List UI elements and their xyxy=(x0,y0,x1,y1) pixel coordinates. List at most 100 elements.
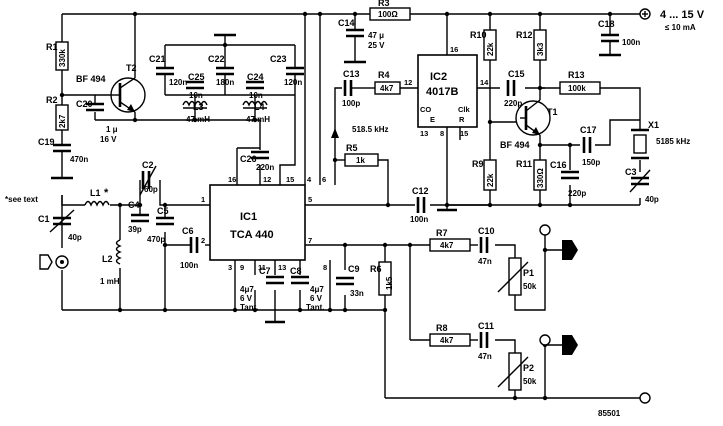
svg-text:220p: 220p xyxy=(568,189,586,198)
output-arrow-2 xyxy=(562,335,578,355)
svg-text:R9: R9 xyxy=(472,159,484,169)
svg-text:1 μ: 1 μ xyxy=(106,125,118,134)
svg-text:9: 9 xyxy=(240,263,244,272)
svg-text:C7: C7 xyxy=(259,266,271,276)
capacitor-c23 xyxy=(286,60,304,80)
svg-text:12: 12 xyxy=(263,175,271,184)
svg-text:C19: C19 xyxy=(38,137,55,147)
resistor-r9 xyxy=(483,159,497,191)
svg-text:L1: L1 xyxy=(90,188,101,198)
ic2-ref: IC2 xyxy=(430,71,447,83)
crystal-x1 xyxy=(631,128,649,160)
svg-text:12: 12 xyxy=(404,78,412,87)
svg-text:220p: 220p xyxy=(504,99,522,108)
capacitor-c10 xyxy=(479,237,489,253)
svg-text:R12: R12 xyxy=(516,30,533,40)
svg-text:330Ω: 330Ω xyxy=(536,168,545,188)
svg-text:R10: R10 xyxy=(470,30,487,40)
svg-text:3: 3 xyxy=(228,263,232,272)
svg-text:C11: C11 xyxy=(478,321,494,331)
svg-text:180n: 180n xyxy=(216,78,234,87)
svg-text:P1: P1 xyxy=(523,268,534,278)
potentiometer-p1 xyxy=(508,257,522,296)
svg-text:47 mH: 47 mH xyxy=(186,115,210,124)
resistor-r13 xyxy=(559,81,601,95)
capacitor-c13 xyxy=(343,80,360,96)
svg-text:22k: 22k xyxy=(486,173,495,187)
svg-text:C14: C14 xyxy=(338,18,355,28)
capacitor-c4 xyxy=(131,213,149,223)
svg-text:4k7: 4k7 xyxy=(440,241,454,250)
capacitor-c12 xyxy=(416,197,426,213)
inductor-l3 xyxy=(182,100,208,107)
ic1-ref: IC1 xyxy=(240,211,257,223)
capacitor-c2 xyxy=(139,165,157,196)
svg-text:C6: C6 xyxy=(182,226,194,236)
capacitor-c16 xyxy=(561,170,579,180)
capacitor-c19 xyxy=(53,143,71,165)
svg-text:330k: 330k xyxy=(58,49,67,67)
svg-text:T1: T1 xyxy=(547,107,558,117)
svg-text:1: 1 xyxy=(201,195,205,204)
svg-text:Tant.: Tant. xyxy=(306,303,325,312)
svg-text:470p: 470p xyxy=(147,235,165,244)
input-arrow xyxy=(39,254,53,270)
ground-symbols xyxy=(51,33,621,324)
svg-text:13: 13 xyxy=(420,129,428,138)
svg-text:10n: 10n xyxy=(189,91,203,100)
capacitor-c17 xyxy=(582,137,592,153)
capacitor-c15 xyxy=(506,80,516,96)
svg-text:100n: 100n xyxy=(410,215,428,224)
footer-code: 85501 xyxy=(598,409,621,418)
ic2: IC2 4017B CO Clk E R 16 12 14 13 8 15 xyxy=(404,45,489,138)
supply-current: ≤ 10 mA xyxy=(665,23,696,32)
capacitor-c25 xyxy=(186,80,204,90)
svg-text:C20: C20 xyxy=(76,99,93,109)
resistors xyxy=(55,7,601,391)
capacitor-c3 xyxy=(629,169,651,193)
inductor-l2 xyxy=(115,239,122,265)
svg-text:C9: C9 xyxy=(348,264,360,274)
transistor-t2 xyxy=(110,77,146,113)
ic1-part: TCA 440 xyxy=(230,229,274,241)
output-socket-1 xyxy=(539,224,551,236)
capacitor-c21 xyxy=(156,60,174,80)
svg-text:47n: 47n xyxy=(478,352,492,361)
ground-terminal xyxy=(639,392,651,404)
svg-text:R3: R3 xyxy=(378,0,390,8)
svg-text:R8: R8 xyxy=(436,323,448,333)
svg-text:C24: C24 xyxy=(247,72,264,82)
svg-text:C8: C8 xyxy=(290,266,302,276)
svg-text:C4: C4 xyxy=(128,200,140,210)
svg-text:47 mH: 47 mH xyxy=(246,115,270,124)
svg-text:16: 16 xyxy=(450,45,458,54)
svg-text:16 V: 16 V xyxy=(100,135,117,144)
svg-text:2k7: 2k7 xyxy=(58,114,67,128)
resistor-r4 xyxy=(374,81,401,95)
labels: 4 ... 15 V ≤ 10 mA T2 BF 494 T1 BF 494 5… xyxy=(5,0,705,418)
svg-text:60p: 60p xyxy=(144,185,158,194)
capacitor-c7 xyxy=(266,275,284,285)
svg-text:15: 15 xyxy=(286,175,294,184)
ic2-part: 4017B xyxy=(426,86,458,98)
svg-text:CO: CO xyxy=(420,105,431,114)
resistor-r10 xyxy=(483,29,497,61)
capacitor-c26 xyxy=(251,150,269,160)
svg-text:47n: 47n xyxy=(478,257,492,266)
svg-text:BF 494: BF 494 xyxy=(500,140,530,150)
svg-text:39p: 39p xyxy=(128,225,142,234)
svg-text:T2: T2 xyxy=(126,63,137,73)
svg-text:50k: 50k xyxy=(523,377,537,386)
svg-text:4k7: 4k7 xyxy=(440,336,454,345)
svg-text:7: 7 xyxy=(308,236,312,245)
svg-text:1k5: 1k5 xyxy=(385,276,394,290)
svg-text:15: 15 xyxy=(460,129,468,138)
resistor-r2 xyxy=(55,104,69,131)
svg-text:R13: R13 xyxy=(568,70,585,80)
svg-text:C21: C21 xyxy=(149,54,166,64)
svg-text:Tant.: Tant. xyxy=(240,303,259,312)
svg-text:C10: C10 xyxy=(478,226,495,236)
svg-text:5185 kHz: 5185 kHz xyxy=(656,137,690,146)
svg-text:C22: C22 xyxy=(208,54,225,64)
